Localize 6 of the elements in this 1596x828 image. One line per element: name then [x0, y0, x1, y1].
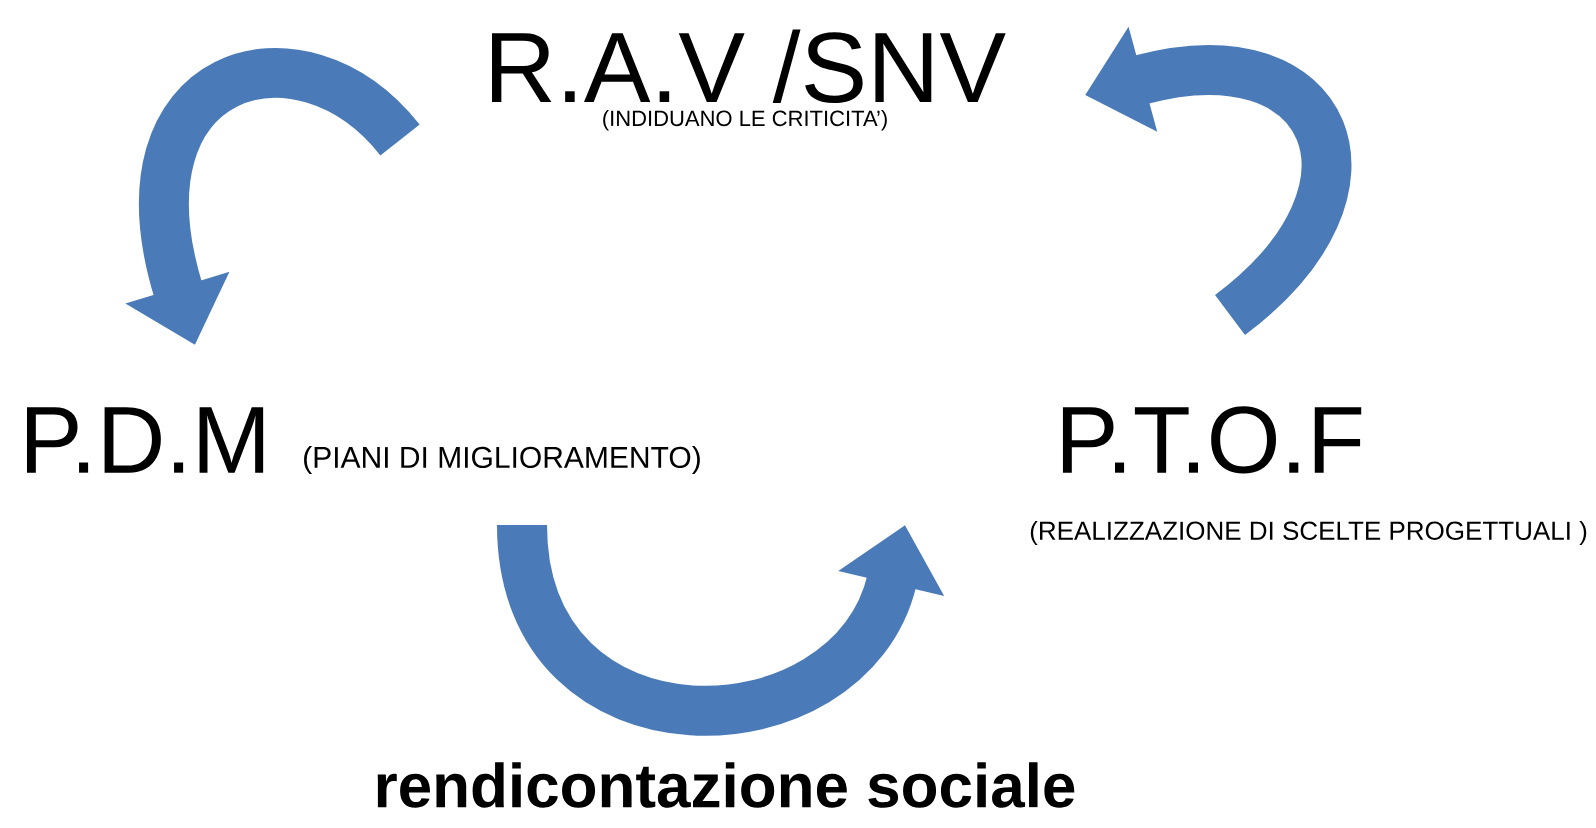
node-label: P.D.M	[26, 407, 264, 473]
node-label: P.T.O.F	[1062, 406, 1362, 474]
edge-label: rendicontazione sociale	[377, 762, 1075, 808]
node-label: R.A.V /SNV (INDIDUANO LE CRITICITA’)	[492, 29, 1006, 131]
node-caption: (REALIZZAZIONE DI SCELTE PROGETTUALI )	[1030, 520, 1587, 546]
node-caption: (PIANI DI MIGLIORAMENTO)	[304, 446, 700, 474]
